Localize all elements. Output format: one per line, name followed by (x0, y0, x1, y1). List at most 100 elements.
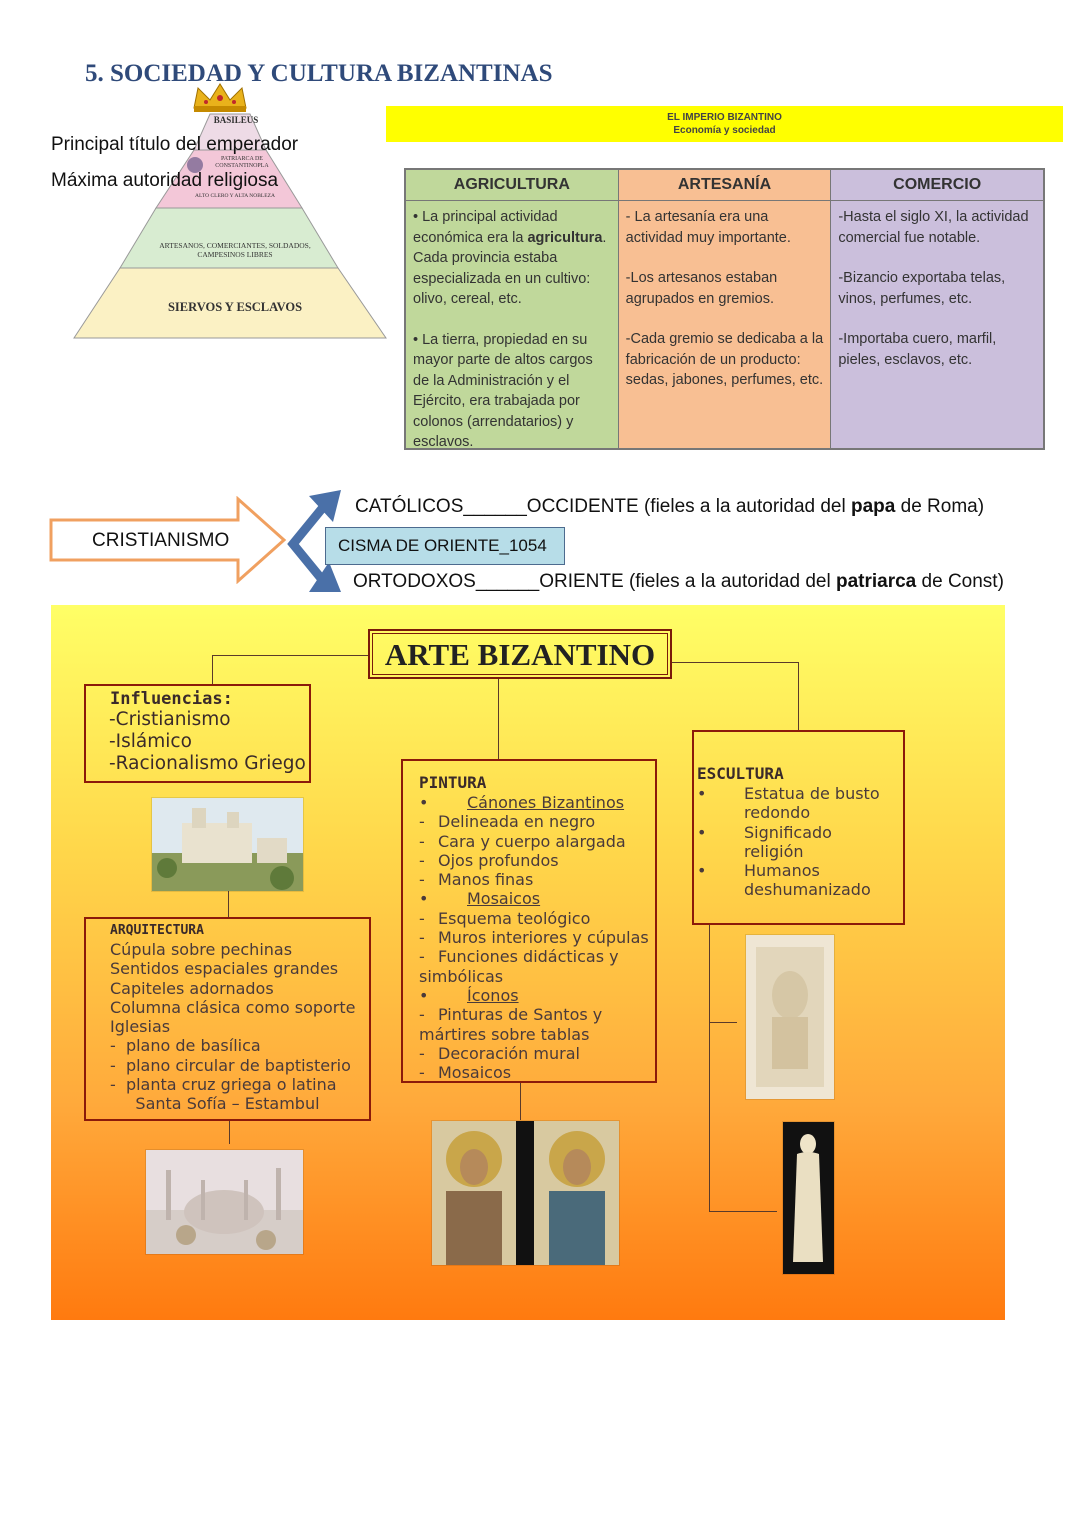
painting-line: -Pinturas de Santos y (419, 1005, 655, 1024)
painting-line: -Muros interiores y cúpulas (419, 928, 655, 947)
sculpture-line: •Humanos (697, 861, 903, 880)
painting-line: • Cánones Bizantinos (419, 793, 655, 812)
painting-marker: - (419, 1043, 425, 1063)
painting-text: Muros interiores y cúpulas (438, 928, 649, 948)
section-title: 5. SOCIEDAD Y CULTURA BIZANTINAS (85, 60, 553, 87)
pyramid-label-basileus: BASILEUS (213, 115, 259, 125)
painting-text: mártires sobre tablas (419, 1024, 590, 1044)
painting-box: PINTURA •Cánones Bizantinos-Delineada en… (401, 759, 657, 1083)
istanbul-photo (145, 1149, 304, 1255)
pyramid-top-tier (193, 113, 267, 151)
sculpture-text: redondo (744, 803, 811, 823)
sculpture-heading: ESCULTURA (697, 764, 784, 783)
sculpture-line: deshumanizado (697, 880, 903, 899)
painting-line: simbólicas (419, 967, 655, 986)
influence-item: -Cristianismo (109, 709, 231, 730)
architecture-line: - plano de basílica (110, 1036, 261, 1056)
sculpture-text: deshumanizado (744, 880, 871, 900)
architecture-box: ARQUITECTURA Cúpula sobre pechinas Senti… (84, 917, 371, 1121)
architecture-line: Columna clásica como soporte (110, 997, 356, 1017)
painting-text: Esquema teológico (438, 908, 591, 928)
religious-authority-note: Máxima autoridad religiosa (51, 170, 279, 191)
painting-line: -Decoración mural (419, 1044, 655, 1063)
architecture-line: Iglesias (110, 1017, 171, 1037)
economy-table: AGRICULTURA • La principal actividad eco… (404, 168, 1045, 450)
painting-marker: - (419, 850, 425, 870)
painting-marker: • (419, 889, 429, 909)
painting-line: • Íconos (419, 986, 655, 1005)
agriculture-body: • La principal actividad económica era l… (406, 201, 618, 479)
painting-marker: - (419, 1005, 425, 1025)
economy-banner: EL IMPERIO BIZANTINO Economía y sociedad (386, 106, 1063, 142)
painting-text: Mosaicos (438, 1063, 512, 1083)
sculpture-line: •Significado (697, 823, 903, 842)
painting-text: Decoración mural (438, 1043, 580, 1063)
painting-text: Delineada en negro (438, 812, 596, 832)
sculpture-line: •Estatua de busto (697, 784, 903, 803)
painting-line: -Cara y cuerpo alargada (419, 832, 655, 851)
painting-marker: - (419, 812, 425, 832)
architecture-line: - plano circular de baptisterio (110, 1055, 351, 1075)
agriculture-paragraph-2: • La tierra, propiedad en su mayor parte… (413, 331, 593, 451)
statue-photo (782, 1121, 835, 1275)
agriculture-paragraph-1: • La principal actividad económica era l… (413, 209, 607, 307)
mosaic-icons-photo (431, 1120, 620, 1266)
patriarch-emblem-icon (187, 157, 203, 173)
crown-icon (193, 83, 247, 112)
influences-heading: Influencias: (110, 689, 233, 709)
trade-column: COMERCIO -Hasta el siglo XI, la activida… (831, 170, 1044, 448)
pyramid-label-bottom: SIERVOS Y ESCLAVOS (167, 300, 303, 314)
painting-heading: PINTURA (419, 773, 487, 792)
crafts-body: - La artesanía era una actividad muy imp… (619, 201, 831, 448)
sculpture-text: Estatua de busto (744, 784, 880, 803)
sculpture-text: religión (744, 841, 804, 861)
crafts-paragraph-1: - La artesanía era una actividad muy imp… (625, 209, 791, 246)
architecture-line: Cúpula sobre pechinas (110, 940, 293, 959)
painting-line: mártires sobre tablas (419, 1025, 655, 1044)
painting-marker: • (419, 985, 429, 1005)
crafts-paragraph-2: -Los artesanos estaban agrupados en grem… (625, 270, 778, 307)
ivory-relief-photo (745, 934, 835, 1100)
painting-text: Cánones Bizantinos (467, 793, 625, 812)
catholics-line: CATÓLICOS______OCCIDENTE (fieles a la au… (355, 496, 985, 517)
trade-paragraph-2: -Bizancio exportaba telas, vinos, perfum… (838, 270, 1006, 307)
christianity-arrow-icon (49, 496, 287, 584)
crafts-paragraph-3: -Cada gremio se dedicaba a la fabricació… (625, 331, 824, 388)
economy-banner-title: EL IMPERIO BIZANTINO (667, 112, 782, 123)
pyramid-label-nobility: ALTO CLERO Y ALTA NOBLEZA (195, 193, 275, 199)
painting-line: -Esquema teológico (419, 909, 655, 928)
painting-text: Ojos profundos (438, 850, 559, 870)
society-pyramid (73, 83, 387, 339)
painting-marker: - (419, 831, 425, 851)
emperor-title-note: Principal título del emperador (51, 134, 299, 155)
painting-marker: - (419, 928, 425, 948)
architecture-line: Santa Sofía – Estambul (110, 1094, 320, 1114)
architecture-line: - planta cruz griega o latina (110, 1075, 337, 1095)
painting-marker: - (419, 1063, 425, 1083)
painting-text: Manos finas (438, 870, 534, 890)
painting-text: Íconos (467, 985, 519, 1005)
painting-line: -Mosaicos (419, 1063, 655, 1082)
economy-banner-subtitle: Economía y sociedad (673, 125, 776, 136)
influences-box: Influencias: -Cristianismo -Islámico -Ra… (84, 684, 311, 783)
painting-text: Cara y cuerpo alargada (438, 831, 626, 851)
painting-line: -Delineada en negro (419, 812, 655, 831)
agriculture-column: AGRICULTURA • La principal actividad eco… (406, 170, 619, 450)
sculpture-marker: • (697, 822, 707, 842)
painting-marker: • (419, 793, 429, 812)
trade-paragraph-1: -Hasta el siglo XI, la actividad comerci… (838, 209, 1029, 246)
painting-text: Funciones didácticas y (438, 947, 619, 967)
painting-text: Mosaicos (467, 889, 541, 909)
sculpture-line: religión (697, 842, 903, 861)
influence-item: -Racionalismo Griego (109, 753, 306, 774)
sculpture-marker: • (697, 861, 707, 881)
painting-text: Pinturas de Santos y (438, 1005, 603, 1025)
pyramid-middle-tier (119, 207, 339, 269)
crafts-column: ARTESANÍA - La artesanía era una activid… (618, 170, 832, 448)
painting-marker: - (419, 908, 425, 928)
agriculture-header: AGRICULTURA (406, 170, 618, 201)
pyramid-label-patriarch: PATRIARCA DE CONSTANTINOPLA (215, 156, 269, 169)
art-title: ARTE BIZANTINO (368, 629, 672, 679)
orthodox-line: ORTODOXOS______ORIENTE (fieles a la auto… (353, 571, 1004, 592)
